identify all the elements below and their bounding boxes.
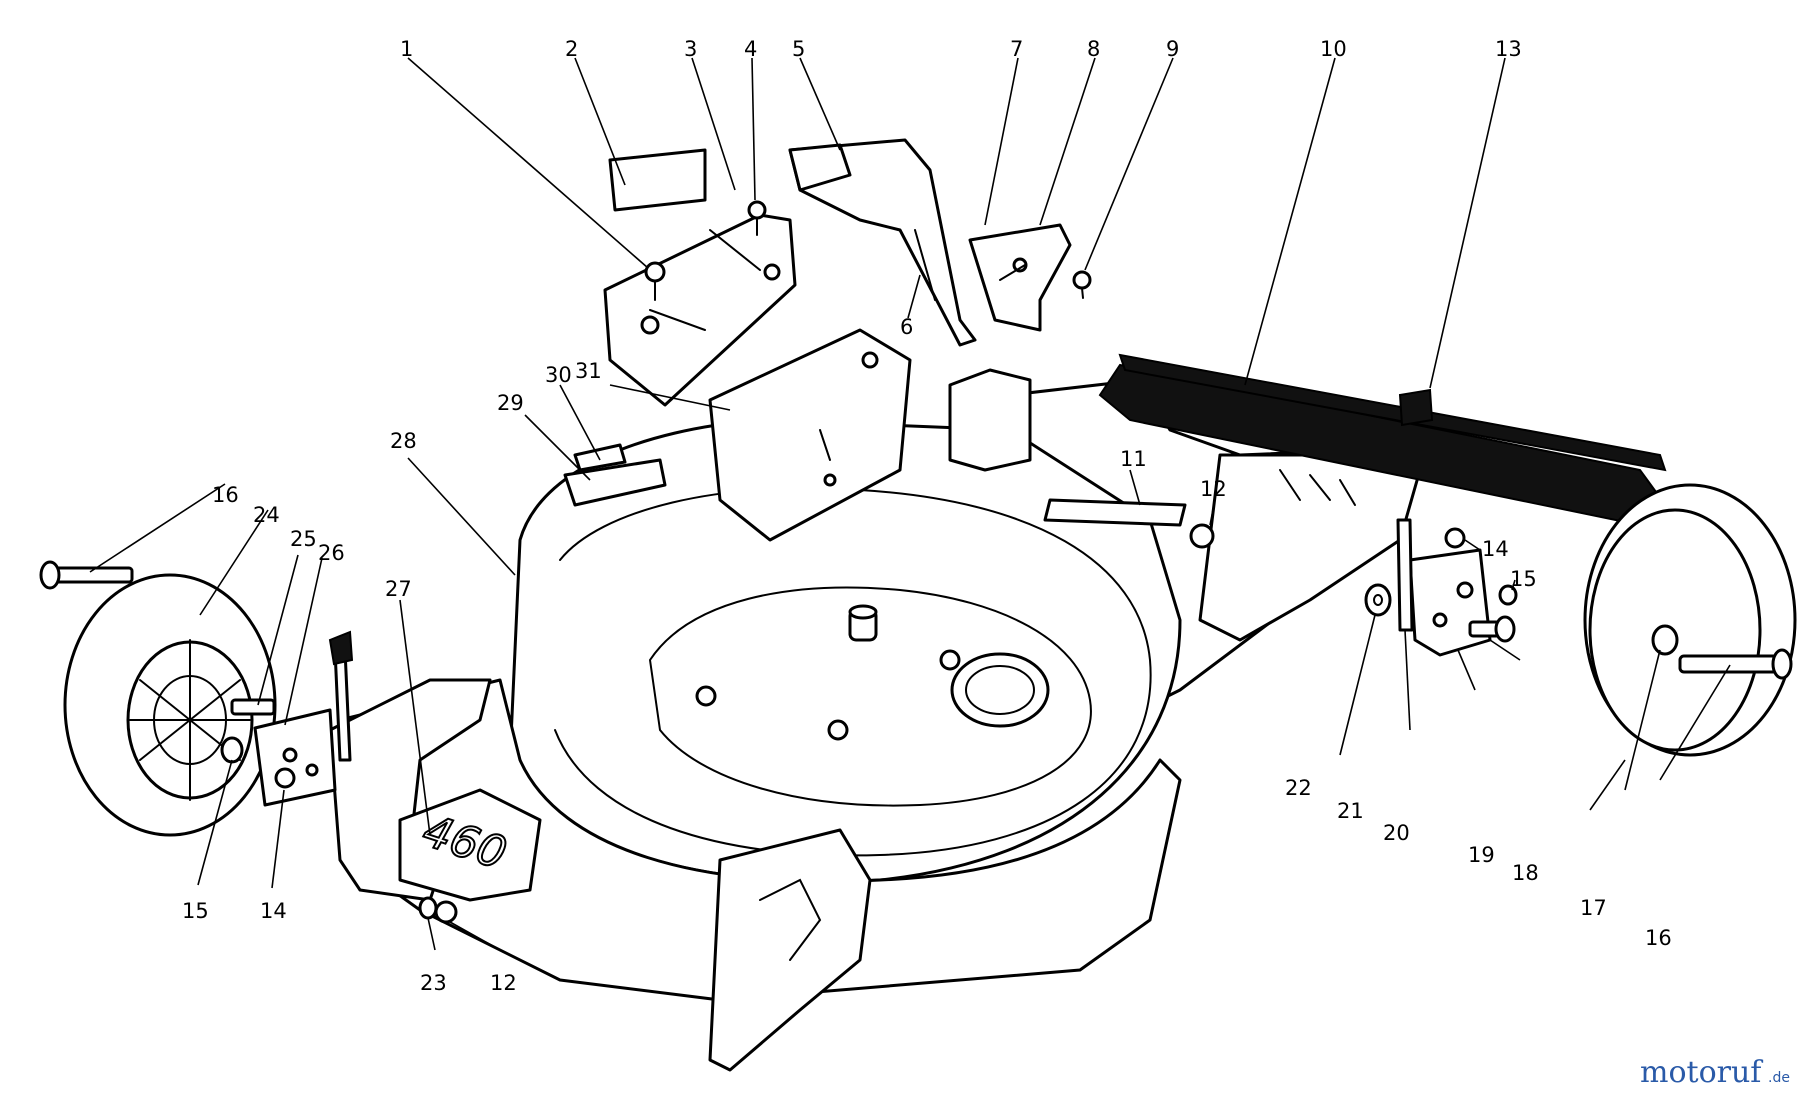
nut-12-left <box>434 900 458 924</box>
bolt-19 <box>1468 615 1516 643</box>
height-lever <box>328 630 354 762</box>
callout-12-right: 12 <box>1200 477 1227 501</box>
callout-22: 22 <box>1285 776 1312 800</box>
screw-1 <box>644 261 666 301</box>
front-bolt-16 <box>39 560 134 590</box>
callout-25: 25 <box>290 527 317 551</box>
callout-30: 30 <box>545 363 572 387</box>
spacer-21 <box>1396 518 1414 632</box>
callout-3: 3 <box>684 37 697 61</box>
front-wheel-24 <box>63 573 277 837</box>
callout-14-left: 14 <box>260 899 287 923</box>
rear-wheel-18 <box>1583 483 1797 757</box>
height-plate-26 <box>253 708 337 807</box>
callout-8: 8 <box>1087 37 1100 61</box>
callout-2: 2 <box>565 37 578 61</box>
nut-12-right <box>1189 523 1215 549</box>
screw-4 <box>747 200 767 236</box>
clip-13 <box>1398 388 1434 427</box>
nut-14-right <box>1444 527 1466 549</box>
callout-10: 10 <box>1320 37 1347 61</box>
rear-bracket-20 <box>1408 548 1492 657</box>
axle-25 <box>230 698 276 716</box>
callout-20: 20 <box>1383 821 1410 845</box>
washer-15-right <box>1498 584 1518 606</box>
leader-lines <box>89 57 1731 951</box>
decal-2 <box>608 148 707 212</box>
chute-cover-lower <box>708 328 912 542</box>
callout-23: 23 <box>420 971 447 995</box>
callout-7: 7 <box>1010 37 1023 61</box>
callout-16-right: 16 <box>1645 926 1672 950</box>
callout-26: 26 <box>318 541 345 565</box>
watermark-suffix: .de <box>1768 1070 1790 1086</box>
washer-23 <box>418 896 438 920</box>
watermark: motoruf .de <box>1640 1055 1790 1090</box>
callout-15-left: 15 <box>182 899 209 923</box>
side-plate <box>968 223 1072 332</box>
decal-11 <box>1043 498 1187 527</box>
callout-17: 17 <box>1580 896 1607 920</box>
bolt-16-right <box>1678 648 1793 680</box>
screw-9 <box>1072 270 1092 299</box>
callout-16-left: 16 <box>212 483 239 507</box>
decal-30 <box>573 443 627 472</box>
callout-labels: 1 2 3 4 5 6 7 8 9 10 11 12 12 13 14 14 1… <box>182 37 1672 995</box>
callout-18: 18 <box>1512 861 1539 885</box>
rear-flap <box>1098 353 1682 537</box>
callout-24: 24 <box>253 503 280 527</box>
deck-housing: 460 <box>328 368 1422 1072</box>
grass-deflector <box>788 138 977 347</box>
callout-4: 4 <box>744 37 757 61</box>
washer-22 <box>1364 583 1392 617</box>
callout-13: 13 <box>1495 37 1522 61</box>
callout-9: 9 <box>1166 37 1179 61</box>
callout-28: 28 <box>390 429 417 453</box>
callout-15-right: 15 <box>1510 567 1537 591</box>
callout-11: 11 <box>1120 447 1147 471</box>
decal-29 <box>563 458 667 507</box>
callout-1: 1 <box>400 37 413 61</box>
callout-29: 29 <box>497 391 524 415</box>
callout-6: 6 <box>900 315 913 339</box>
washer-15-left <box>220 736 244 764</box>
callout-14-right: 14 <box>1482 537 1509 561</box>
callout-19: 19 <box>1468 843 1495 867</box>
callout-12-left: 12 <box>490 971 517 995</box>
callout-27: 27 <box>385 577 412 601</box>
callout-5: 5 <box>792 37 805 61</box>
callout-31: 31 <box>575 359 602 383</box>
callout-21: 21 <box>1337 799 1364 823</box>
watermark-brand: motoruf <box>1640 1055 1763 1090</box>
nut-14-left <box>274 767 296 789</box>
